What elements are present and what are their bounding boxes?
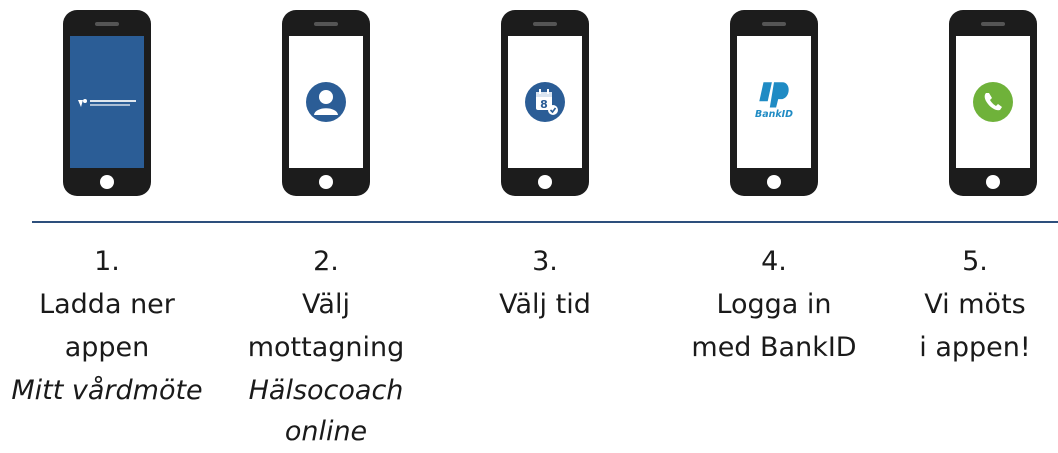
clinic-name: Hälsocoach [248,375,404,406]
step-text-line: Ladda ner [39,289,175,320]
step-label: 2. Välj mottagning Hälsocoach online [216,240,436,453]
phone-mockup: BankID [730,10,818,196]
step-text-line: Välj tid [499,289,591,320]
step-label: 4. Logga in med BankID [664,240,884,369]
step-number: 4. [761,246,787,277]
phone-home-button [100,175,114,189]
calendar-icon: 8 [525,82,565,122]
phone-home-button [767,175,781,189]
phone-screen [289,36,363,168]
step-label: 3. Välj tid [435,240,655,326]
phone-mockup [949,10,1037,196]
phone-screen [70,36,144,168]
step-text-line: Vi möts [924,289,1026,320]
step-label: 5. Vi möts i appen! [885,240,1058,369]
phone-home-button [538,175,552,189]
phone-speaker [533,22,557,26]
phone-screen: 8 [508,36,582,168]
phone-mockup: 8 [501,10,589,196]
phone-speaker [762,22,786,26]
step-label: 1. Ladda ner appen Mitt vårdmöte [0,240,217,412]
phone-speaker [95,22,119,26]
bankid-text: BankID [755,109,793,120]
step-number: 2. [313,246,339,277]
phone-speaker [981,22,1005,26]
phone-home-button [986,175,1000,189]
step-text-line: med BankID [691,332,857,363]
phone-speaker [314,22,338,26]
clinic-name-cont: online [284,416,368,447]
phone-home-button [319,175,333,189]
phone-screen [956,36,1030,168]
phone-mockup [282,10,370,196]
step-1: 1. Ladda ner appen Mitt vårdmöte [7,0,207,443]
step-number: 5. [962,246,988,277]
step-5: 5. Vi möts i appen! [893,0,1058,443]
divider-line [32,221,1058,223]
step-4: BankID 4. Logga in med BankID [674,0,874,443]
step-number: 3. [532,246,558,277]
step-text-line: mottagning [247,332,405,363]
step-text-line: Välj [302,289,350,320]
phone-mockup [63,10,151,196]
phone-call-icon [973,82,1013,122]
step-text-line: Logga in [716,289,832,320]
step-text-line: i appen! [919,332,1031,363]
step-2: 2. Välj mottagning Hälsocoach online [226,0,426,447]
calendar-day: 8 [540,98,548,111]
user-icon [306,82,346,122]
bankid-icon: BankID [755,82,793,120]
step-3: 8 3. Välj tid [445,0,645,443]
step-text-line: appen [64,332,150,363]
phone-screen: BankID [737,36,811,168]
step-number: 1. [94,246,120,277]
app-splash-logo-icon [78,99,136,107]
app-name: Mitt vårdmöte [11,375,203,406]
